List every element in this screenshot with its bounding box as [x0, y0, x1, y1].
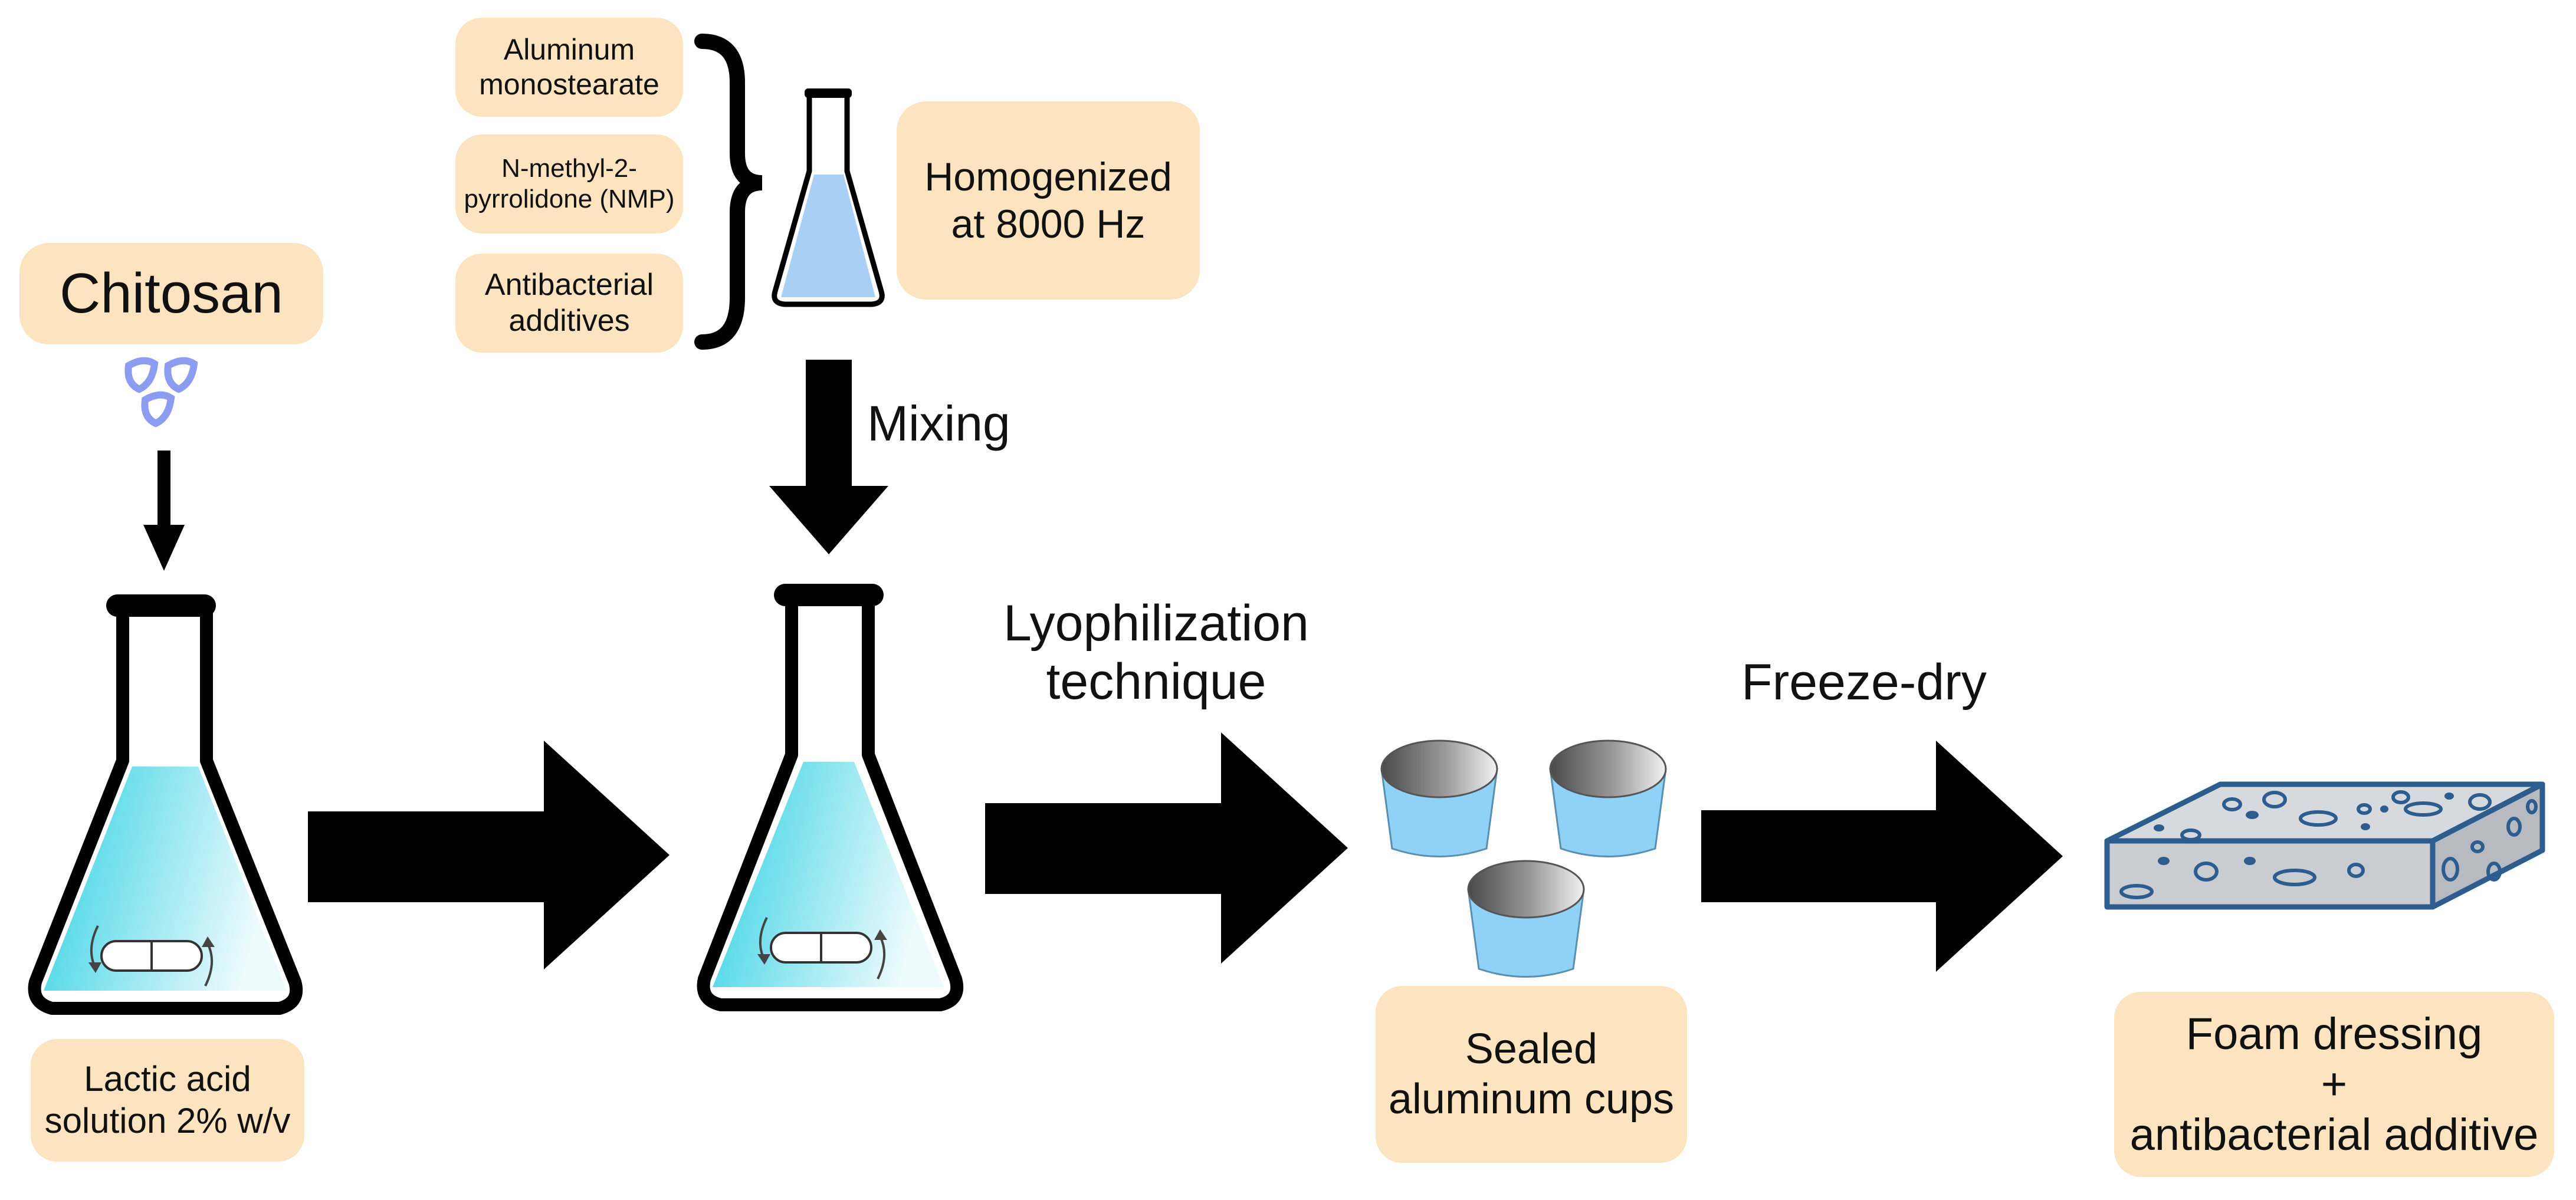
- chitosan-label-text: Chitosan: [60, 262, 283, 326]
- lyophilization-line1: Lyophilization: [1003, 595, 1309, 652]
- homogenized-line1: Homogenized: [924, 154, 1172, 199]
- granules-icon: [124, 357, 198, 428]
- lyophilization-line2: technique: [1046, 653, 1266, 710]
- mixing-label-text: Mixing: [867, 396, 1010, 451]
- ingredient-line1: N-methyl-2-: [501, 154, 637, 183]
- foam-block-icon: [2104, 781, 2545, 910]
- arrow-icon: [308, 741, 670, 969]
- aluminum-cup-icon: [1380, 739, 1498, 857]
- aluminum-cup-icon: [1467, 860, 1585, 978]
- aluminum-cup-icon: [1549, 739, 1667, 857]
- ingredient-line1: Antibacterial: [484, 267, 654, 302]
- homogenized-line2: at 8000 Hz: [951, 202, 1146, 246]
- curly-brace-icon: [694, 34, 763, 350]
- foam-dressing-label: Foam dressing + antibacterial additive: [2114, 992, 2554, 1177]
- ingredient-line2: additives: [508, 304, 630, 338]
- mixing-label: Mixing: [867, 395, 1032, 452]
- erlenmeyer-flask-icon: [28, 594, 303, 1015]
- arrow-icon: [1701, 741, 2063, 972]
- freeze-dry-label-text: Freeze-dry: [1741, 654, 1987, 711]
- arrow-icon: [985, 732, 1348, 964]
- homogenized-label: Homogenized at 8000 Hz: [897, 101, 1200, 300]
- foam-dressing-line2: +: [2321, 1059, 2348, 1110]
- ingredient-nmp: N-methyl-2- pyrrolidone (NMP): [455, 134, 683, 234]
- foam-dressing-line1: Foam dressing: [2186, 1009, 2483, 1060]
- arrow-icon: [769, 360, 888, 554]
- sealed-cups-label: Sealed aluminum cups: [1376, 986, 1687, 1163]
- ingredient-line2: pyrrolidone (NMP): [464, 185, 675, 213]
- stir-bar-icon: [757, 917, 887, 979]
- lactic-acid-label: Lactic acid solution 2% w/v: [31, 1039, 304, 1162]
- lyophilization-label: Lyophilization technique: [967, 594, 1345, 711]
- erlenmeyer-flask-icon: [772, 88, 885, 307]
- ingredient-aluminum-monostearate: Aluminum monostearate: [455, 18, 683, 117]
- arrow-icon: [143, 451, 185, 571]
- erlenmeyer-flask-icon: [697, 584, 964, 1011]
- lactic-acid-line1: Lactic acid: [84, 1059, 251, 1099]
- ingredient-antibacterial-additives: Antibacterial additives: [455, 254, 683, 353]
- chitosan-label: Chitosan: [19, 243, 323, 344]
- stir-bar-icon: [88, 925, 215, 987]
- freeze-dry-label: Freeze-dry: [1711, 653, 2017, 712]
- ingredient-line1: Aluminum: [503, 33, 635, 66]
- ingredient-line2: monostearate: [479, 68, 659, 101]
- sealed-cups-line1: Sealed: [1465, 1025, 1598, 1073]
- sealed-cups-line2: aluminum cups: [1388, 1076, 1675, 1123]
- lactic-acid-line2: solution 2% w/v: [44, 1101, 291, 1140]
- foam-dressing-line3: antibacterial additive: [2129, 1109, 2539, 1160]
